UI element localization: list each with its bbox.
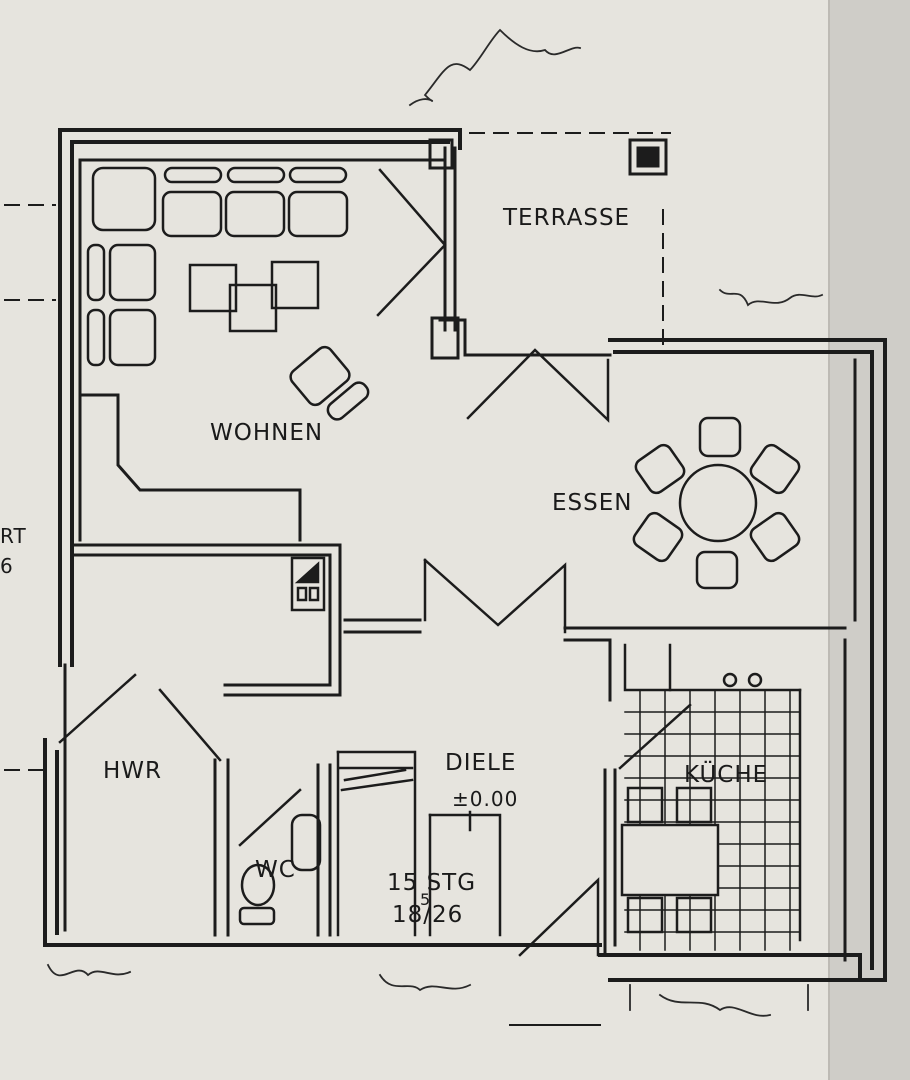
- background-surface: [828, 0, 910, 1080]
- inner-walls: [63, 146, 857, 962]
- stairs-fraction-bottom: 18/26: [392, 902, 464, 928]
- stairs-count-label: 15 STG: [387, 870, 477, 896]
- room-label-terrasse: TERRASSE: [503, 205, 631, 231]
- column-markers: [428, 138, 668, 360]
- room-label-hwr: HWR: [103, 758, 163, 784]
- utility-box: [290, 556, 326, 612]
- kitchen-tiles: [624, 689, 801, 951]
- sofa: [86, 166, 349, 367]
- floor-level-label: ±0.00: [452, 787, 519, 811]
- margin-text-digit: 6: [0, 554, 14, 578]
- room-label-essen: ESSEN: [552, 490, 633, 516]
- stairs: [336, 750, 502, 937]
- room-label-wohnen: WOHNEN: [210, 420, 324, 446]
- room-label-kueche: KÜCHE: [684, 762, 769, 788]
- kitchen-counters: [620, 643, 802, 942]
- room-label-wc: WC: [255, 857, 296, 883]
- handwritten-scribbles: [46, 28, 824, 1017]
- coffee-tables: [188, 260, 320, 333]
- dining-table: [632, 416, 801, 590]
- terrace-outline: [4, 132, 671, 771]
- stairs-fraction-top: 5: [420, 890, 432, 909]
- wc-fixtures: [238, 813, 322, 926]
- margin-text-rt: RT: [0, 524, 27, 548]
- room-label-diele: DIELE: [445, 750, 517, 776]
- outer-walls: [43, 128, 887, 982]
- armchair: [289, 345, 370, 421]
- doors: [58, 168, 692, 957]
